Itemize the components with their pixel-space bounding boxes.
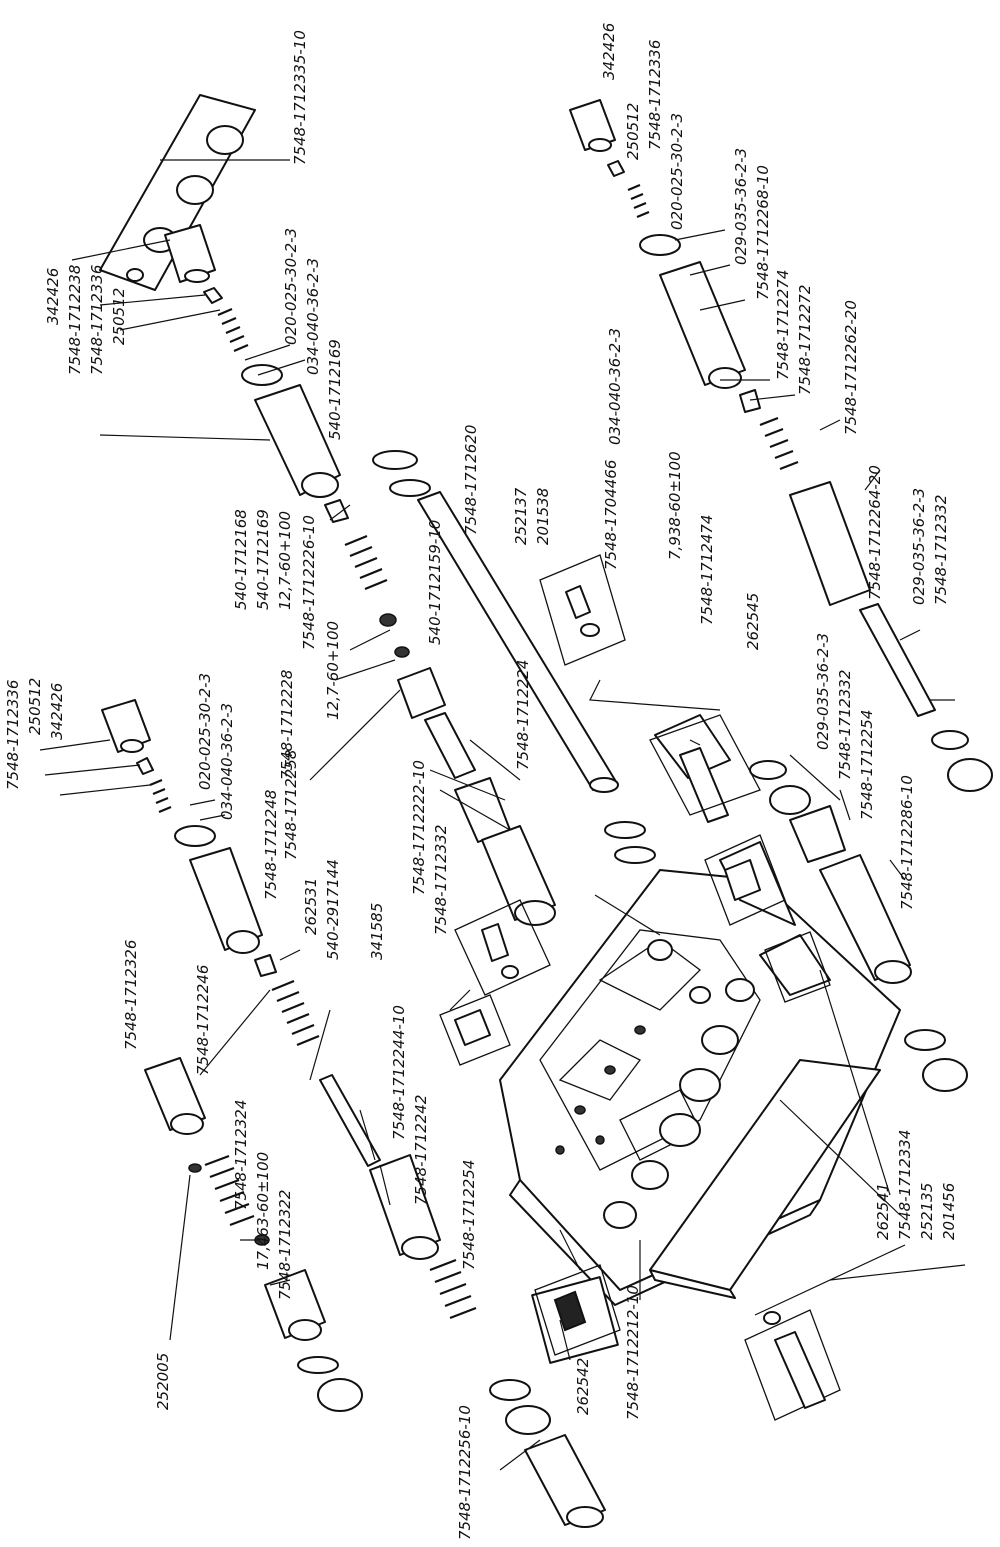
label-l29: 7548-1712246: [194, 965, 212, 1075]
leader-lines: [39, 159, 966, 1471]
label-l16: 12,7-60+100: [276, 511, 294, 610]
label-l37: 262542: [574, 1358, 592, 1415]
label-l34: 17,463-60±100: [254, 1152, 272, 1270]
label-l04: 250512: [110, 288, 128, 345]
label-l20: 7548-1712224: [514, 660, 532, 770]
label-l08: 540-1712169: [326, 339, 344, 440]
label-l53: 7548-1712620: [462, 425, 480, 535]
label-l68: 201456: [940, 1183, 958, 1240]
label-l50: 029-035-36-2-3: [910, 488, 928, 605]
label-l57: 7548-1704466: [602, 460, 620, 570]
upper-valve-assembly: [164, 224, 349, 523]
label-l23: 7548-1712222-10: [410, 760, 428, 895]
label-l27: 341585: [368, 903, 386, 960]
label-l02: 7548-1712238: [66, 265, 84, 375]
label-l55: 252137: [512, 487, 530, 545]
label-l58: 7,938-60±100: [666, 451, 684, 560]
label-l13: 034-040-36-2-3: [218, 703, 236, 820]
label-l28: 7548-1712326: [122, 940, 140, 1050]
label-l40: 342426: [600, 23, 618, 80]
label-l24: 7548-1712332: [432, 825, 450, 935]
label-l46: 7548-1712274: [774, 270, 792, 380]
label-l11: 342426: [48, 683, 66, 740]
bottom-components: [489, 1276, 619, 1528]
label-l12: 020-025-30-2-3: [196, 673, 214, 790]
label-l44: 029-035-36-2-3: [732, 148, 750, 265]
label-l06: 020-025-30-2-3: [282, 228, 300, 345]
inset-boxes: [439, 554, 841, 1421]
label-l61: 029-035-36-2-3: [814, 633, 832, 750]
cover-plate: [649, 1059, 881, 1299]
label-l41: 250512: [624, 103, 642, 160]
label-l15: 540-1712169: [254, 509, 272, 610]
label-l62: 7548-1712332: [836, 670, 854, 780]
central-valve-column: [344, 534, 556, 926]
label-l60: 262545: [744, 593, 762, 650]
label-l48: 7548-1712262-20: [842, 300, 860, 435]
label-l47: 7548-1712272: [796, 285, 814, 395]
label-l39: 7548-1712256-10: [456, 1405, 474, 1540]
label-l33: 7548-1712324: [232, 1100, 250, 1210]
label-l64: 7548-1712286-10: [898, 775, 916, 910]
label-l19: 7548-1712228: [278, 670, 296, 780]
label-l38: 7548-1712212-10: [624, 1285, 642, 1420]
left-valve-assembly: [101, 699, 277, 977]
label-l56: 201538: [534, 488, 552, 545]
lower-left-components: [144, 1057, 363, 1412]
label-l42: 7548-1712336: [646, 40, 664, 150]
label-l10: 250512: [26, 678, 44, 735]
label-l32: 7548-1712254: [460, 1160, 478, 1270]
label-l09: 7548-1712336: [4, 680, 22, 790]
long-tube: [372, 450, 656, 864]
label-l66: 7548-1712334: [896, 1130, 914, 1240]
label-l52: 034-040-36-2-3: [606, 328, 624, 445]
right-valve-assembly: [569, 99, 993, 792]
label-l21: 7548-1712258: [282, 750, 300, 860]
label-l65: 262541: [874, 1183, 892, 1240]
label-l67: 252135: [918, 1183, 936, 1240]
label-l31: 7548-1712242: [412, 1095, 430, 1205]
label-l30: 7548-1712244-10: [390, 1005, 408, 1140]
label-l22: 7548-1712248: [262, 790, 280, 900]
label-l25: 262531: [302, 878, 320, 935]
label-l07: 034-040-36-2-3: [304, 258, 322, 375]
label-l36: 252005: [154, 1353, 172, 1410]
label-l17: 7548-1712226-10: [300, 515, 318, 650]
label-l14: 540-1712168: [232, 509, 250, 610]
label-l49: 7548-1712264-20: [866, 465, 884, 600]
label-l45: 7548-1712268-10: [754, 165, 772, 300]
label-l26: 540-2917144: [324, 859, 342, 960]
label-l18: 12,7-60+100: [324, 621, 342, 720]
label-l35: 7548-1712322: [276, 1190, 294, 1300]
center-left-stack: [271, 979, 477, 1320]
label-l43: 020-025-30-2-3: [668, 113, 686, 230]
label-l51: 7548-1712332: [932, 495, 950, 605]
label-l05: 7548-1712335-10: [291, 30, 309, 165]
label-l03: 7548-1712336: [88, 265, 106, 375]
label-l54: 540-1712159-10: [426, 520, 444, 645]
label-l59: 7548-1712474: [698, 515, 716, 625]
label-l63: 7548-1712254: [858, 710, 876, 820]
part-labels: 342426 7548-1712238 7548-1712336 250512 …: [4, 23, 958, 1540]
label-l01: 342426: [44, 268, 62, 325]
